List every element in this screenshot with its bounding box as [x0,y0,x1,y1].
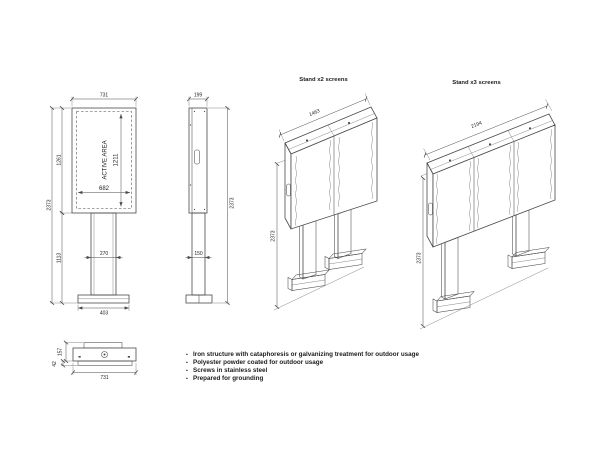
bullet-icon: ▪ [186,360,188,366]
side-door-handle [194,149,200,165]
note-text: Iron structure with cataphoresis or galv… [193,351,420,358]
front-active-area-outline [76,111,132,209]
bullet-icon: ▪ [186,376,188,382]
side-pole-depth-label: 150 [194,251,203,257]
stand-x2-screens [284,106,378,230]
active-width-label: 682 [99,186,110,192]
notes-list: ▪ Iron structure with cataphoresis or gal… [186,351,486,383]
side-screen-panel [188,107,208,214]
top-view: 157 42 731 [52,340,139,381]
note-item: ▪ Iron structure with cataphoresis or gal… [186,351,486,359]
front-pole-width-label: 270 [100,251,109,257]
front-base-width-label: 403 [100,311,109,317]
front-total-height-label: 2373 [47,199,53,210]
top-lip-label: 42 [52,361,58,367]
note-text: Prepared for grounding [193,375,264,382]
stand-x3-title: Stand x3 screens [452,80,501,86]
top-front-lip [77,360,133,366]
stand-x2-width-label: 1463 [308,108,321,118]
stand-x2-height-label: 2373 [271,230,277,241]
bullet-icon: ▪ [186,352,188,358]
note-text: Screws in stainless steel [193,367,268,374]
active-area-label: ACTIVE AREA [103,140,109,179]
front-width-label: 731 [100,93,109,99]
active-height-label: 1211 [114,153,120,167]
stand-x3-screens [426,113,556,248]
stand-x2-title: Stand x2 screens [299,77,348,83]
top-depth-label: 157 [58,348,64,357]
side-total-height-label: 2373 [230,197,236,208]
front-view: 731 ACTIVE AREA 1211 682 1261 1113 2373 … [47,93,139,317]
stand-x3-view: Stand x3 screens 2194 2373 [417,80,556,330]
top-width-label: 731 [100,375,109,381]
side-depth-label: 199 [194,93,203,99]
note-item: ▪ Prepared for grounding [186,375,486,383]
front-lower-height-label: 1113 [57,253,63,264]
note-item: ▪ Polyester powder coated for outdoor usa… [186,359,486,367]
note-item: ▪ Screws in stainless steel [186,367,486,375]
stand-x3-width-label: 2194 [470,120,483,130]
stand-x3-height-label: 2373 [417,252,423,263]
front-panel-height-label: 1261 [57,154,63,165]
bullet-icon: ▪ [186,368,188,374]
stand-x3-handle [428,202,433,216]
top-pole-hole [101,351,108,358]
stand-x2-view: Stand x2 screens 1463 2373 [271,77,378,311]
note-text: Polyester powder coated for outdoor usag… [193,359,324,366]
side-view: 199 150 2373 [185,93,236,306]
top-back-plate [83,342,123,349]
stand-x2-handle [286,183,291,197]
